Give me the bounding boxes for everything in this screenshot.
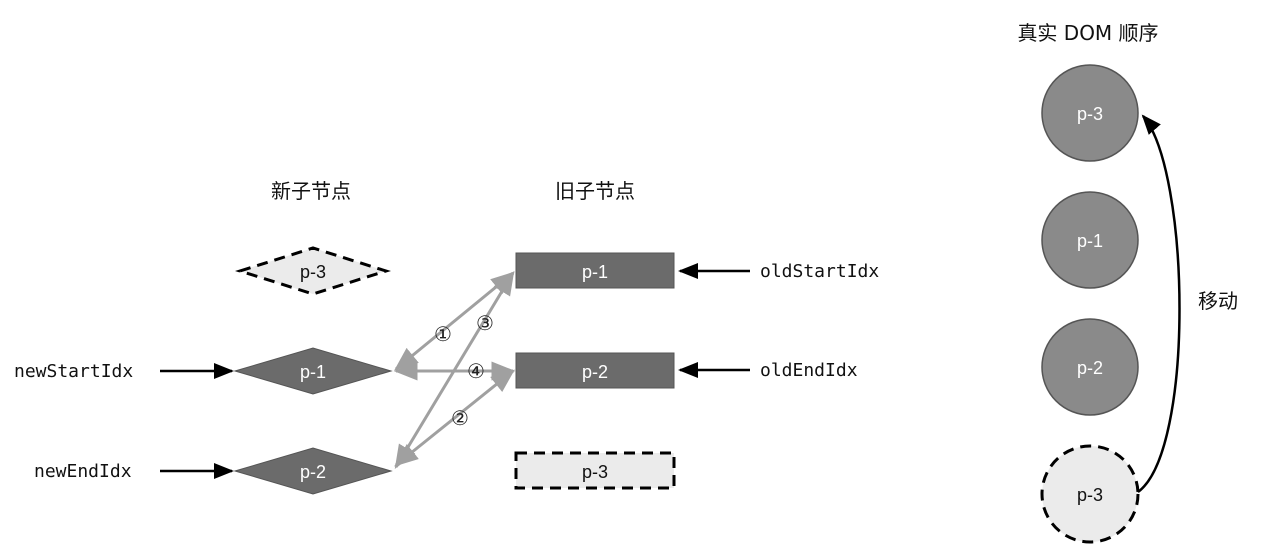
- real-dom-node-p2: p-2: [1041, 318, 1139, 416]
- real-dom-node-p3-top: p-3: [1041, 64, 1139, 162]
- step-label-2: ②: [451, 406, 469, 430]
- new-child-node-p1: p-1: [233, 347, 393, 395]
- pointer-label-new-end: newEndIdx: [34, 461, 132, 482]
- pointer-label-new-start: newStartIdx: [14, 361, 133, 382]
- step-label-4: ④: [467, 359, 485, 383]
- real-dom-node-p3-bottom: p-3: [1040, 444, 1140, 544]
- old-child-label-p2: p-2: [582, 362, 608, 382]
- new-child-label-p3: p-3: [300, 262, 326, 282]
- real-dom-node-p1: p-1: [1041, 191, 1139, 289]
- pointer-label-old-end: oldEndIdx: [760, 360, 858, 381]
- pointer-label-old-start: oldStartIdx: [760, 261, 879, 282]
- old-child-node-p3: p-3: [514, 451, 676, 490]
- new-child-node-p2: p-2: [233, 447, 393, 495]
- real-dom-label-p1: p-1: [1077, 231, 1103, 251]
- compare-arrow-1: [394, 271, 515, 371]
- move-arrow: [1137, 114, 1181, 494]
- new-child-label-p1: p-1: [300, 362, 326, 382]
- step-label-1: ①: [434, 322, 452, 346]
- move-label: 移动: [1198, 289, 1238, 313]
- step-label-3: ③: [476, 311, 494, 335]
- real-dom-label-p3-top: p-3: [1077, 104, 1103, 124]
- old-child-node-p1: p-1: [515, 252, 675, 289]
- new-child-label-p2: p-2: [300, 462, 326, 482]
- old-child-label-p1: p-1: [582, 262, 608, 282]
- real-dom-order-heading: 真实 DOM 顺序: [1017, 21, 1158, 45]
- old-child-label-p3: p-3: [582, 462, 608, 482]
- new-child-node-p3: p-3: [235, 246, 391, 296]
- new-children-heading: 新子节点: [271, 179, 351, 203]
- compare-arrow-3: [394, 270, 515, 470]
- real-dom-label-p2: p-2: [1077, 358, 1103, 378]
- real-dom-label-p3-bottom: p-3: [1077, 485, 1103, 505]
- old-child-node-p2: p-2: [515, 352, 675, 389]
- old-children-heading: 旧子节点: [555, 179, 635, 203]
